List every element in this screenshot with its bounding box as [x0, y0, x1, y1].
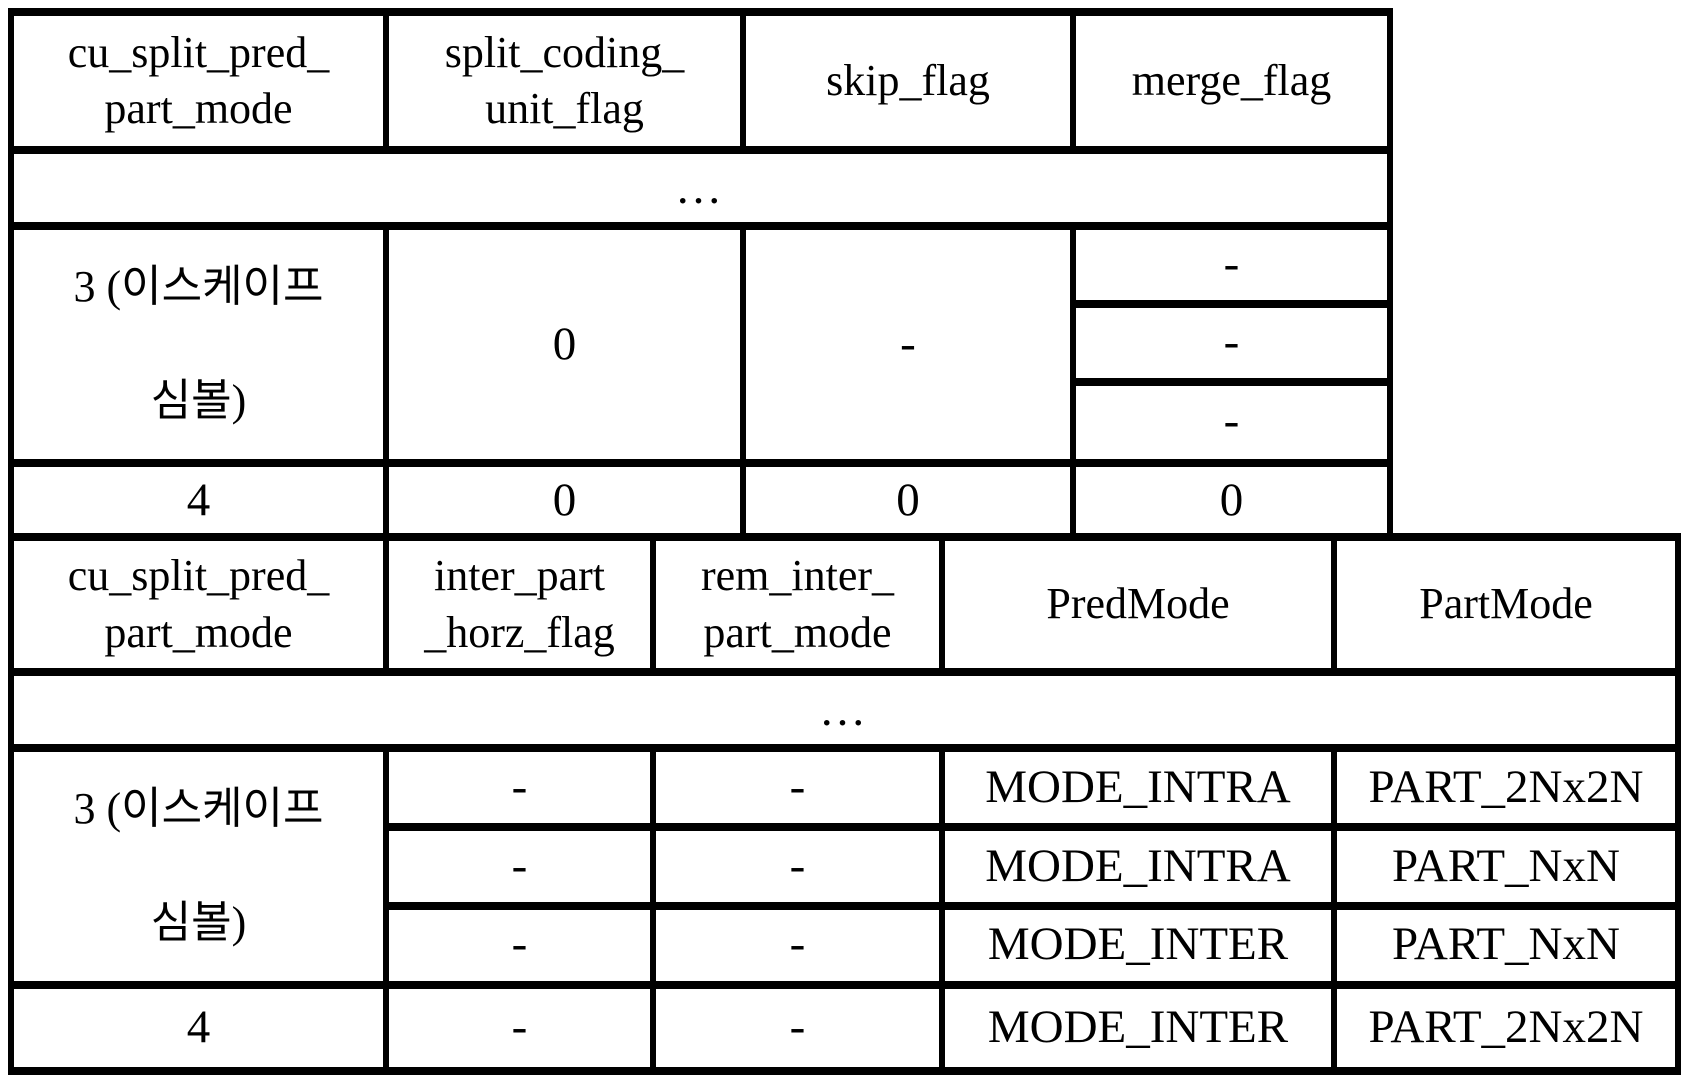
value-cell-inter-part-horz-flag: - — [383, 822, 656, 910]
value-cell-predmode: MODE_INTER — [939, 980, 1337, 1075]
value-cell-partmode: PART_2Nx2N — [1331, 744, 1681, 831]
table-split-pred-flags: cu_split_pred_ part_mode split_coding_ u… — [8, 8, 1393, 544]
value-cell-partmode: PART_NxN — [1331, 901, 1681, 989]
value-cell-inter-part-horz-flag: - — [383, 980, 656, 1075]
table2-ellipsis-row: … — [8, 668, 1681, 752]
table2-header-row: cu_split_pred_ part_mode inter_part _hor… — [8, 533, 1681, 676]
value-cell-inter-part-horz-flag: - — [383, 901, 656, 989]
row-label-cell-escape-symbol: 3 (이스케이프 심볼) — [8, 744, 389, 989]
row-label-cell-four: 4 — [8, 980, 389, 1075]
header-cell-rem-inter-part-mode: rem_inter_ part_mode — [650, 533, 945, 676]
value-cell-merge-flag: - — [1070, 222, 1393, 308]
value-cell-rem-inter-part-mode: - — [650, 980, 945, 1075]
table2-escape-row: 3 (이스케이프 심볼) - - MODE_INTRA PART_2Nx2N — [8, 744, 1681, 989]
header-cell-partmode: PartMode — [1331, 533, 1681, 676]
value-cell-partmode: PART_2Nx2N — [1331, 980, 1681, 1075]
value-cell-predmode: MODE_INTRA — [939, 744, 1337, 831]
value-cell-predmode: MODE_INTER — [939, 901, 1337, 989]
header-cell-cu-split-pred-part-mode: cu_split_pred_ part_mode — [8, 533, 389, 676]
ellipsis-cell: … — [8, 668, 1681, 752]
table1-four-row: 4 0 0 0 — [8, 458, 1393, 544]
header-cell-cu-split-pred-part-mode: cu_split_pred_ part_mode — [8, 8, 389, 154]
header-cell-skip-flag: skip_flag — [740, 8, 1076, 154]
value-cell-skip-flag: - — [740, 222, 1076, 467]
value-cell-rem-inter-part-mode: - — [650, 901, 945, 989]
header-cell-predmode: PredMode — [939, 533, 1337, 676]
value-cell-inter-part-horz-flag: - — [383, 744, 656, 831]
table1-escape-subrow: - — [11, 299, 1393, 386]
table2-four-row: 4 - - MODE_INTER PART_2Nx2N — [8, 980, 1681, 1075]
table1-escape-row: 3 (이스케이프 심볼) 0 - - — [8, 222, 1393, 467]
table1-ellipsis-row: … — [8, 146, 1393, 230]
value-cell-merge-flag: 0 — [1070, 458, 1393, 544]
header-cell-inter-part-horz-flag: inter_part _horz_flag — [383, 533, 656, 676]
row-label-cell-four: 4 — [8, 458, 389, 544]
header-cell-split-coding-unit-flag: split_coding_ unit_flag — [383, 8, 746, 154]
value-cell-partmode: PART_NxN — [1331, 822, 1681, 910]
value-cell-predmode: MODE_INTRA — [939, 822, 1337, 910]
value-cell-split-coding-unit-flag: 0 — [383, 222, 746, 467]
ellipsis-cell: … — [8, 146, 1393, 230]
value-cell-merge-flag: - — [1070, 299, 1393, 386]
table-split-pred-modes: cu_split_pred_ part_mode inter_part _hor… — [8, 533, 1681, 1075]
table2-escape-subrow: - - MODE_INTER PART_NxN — [11, 901, 1681, 989]
table1-header-row: cu_split_pred_ part_mode split_coding_ u… — [8, 8, 1393, 154]
value-cell-skip-flag: 0 — [740, 458, 1076, 544]
value-cell-rem-inter-part-mode: - — [650, 744, 945, 831]
row-label-cell-escape-symbol: 3 (이스케이프 심볼) — [8, 222, 389, 467]
table1-escape-subrow: - — [11, 377, 1393, 467]
value-cell-split-coding-unit-flag: 0 — [383, 458, 746, 544]
table2-escape-subrow: - - MODE_INTRA PART_NxN — [11, 822, 1681, 910]
value-cell-merge-flag: - — [1070, 377, 1393, 467]
value-cell-rem-inter-part-mode: - — [650, 822, 945, 910]
header-cell-merge-flag: merge_flag — [1070, 8, 1393, 154]
